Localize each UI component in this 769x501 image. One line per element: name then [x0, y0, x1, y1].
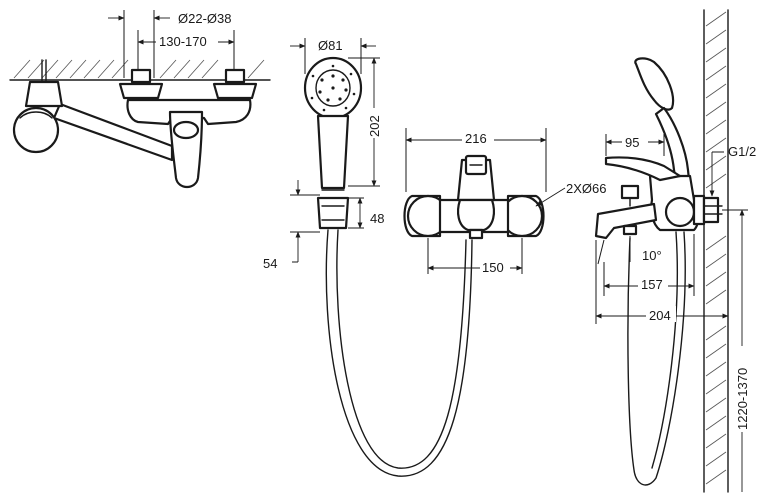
label-center-distance: 130-170	[159, 34, 207, 49]
side-wall-connector	[702, 196, 720, 224]
label-body-width: 216	[465, 131, 487, 146]
label-pipe-diameter: Ø22-Ø38	[178, 11, 231, 26]
top-eccentric-right	[212, 68, 258, 100]
side-lever	[604, 156, 682, 182]
dim-holder-offset: 54	[263, 180, 320, 271]
label-inlet-spacing: 150	[482, 260, 504, 275]
dim-flange-note: 2XØ66	[535, 181, 606, 207]
label-holder-offset: 54	[263, 256, 277, 271]
side-spout	[594, 202, 658, 240]
top-eccentric-left	[118, 68, 164, 100]
side-view: 95 G1/2 10° 157 204	[594, 9, 756, 493]
dim-spout-angle: 10°	[597, 236, 662, 265]
shower-hose	[325, 229, 473, 477]
front-view: 216 2XØ66 150	[403, 128, 606, 275]
dim-shower-height: 202	[348, 57, 384, 187]
label-total-depth: 204	[649, 308, 671, 323]
label-spout-angle: 10°	[642, 248, 662, 263]
side-hose	[627, 231, 686, 486]
label-shower-height: 202	[367, 115, 382, 137]
side-wall-hatch	[703, 9, 729, 493]
dim-lever-length: 95	[605, 134, 665, 156]
shower-holder	[316, 196, 350, 230]
front-flange-right	[500, 194, 545, 238]
dim-holder-height: 48	[348, 197, 384, 229]
label-flange-note: 2XØ66	[566, 181, 606, 196]
top-view: Ø22-Ø38 130-170	[9, 10, 271, 189]
shower-handle	[316, 114, 350, 190]
label-mount-height: 1220-1370	[735, 368, 750, 430]
label-lever-length: 95	[625, 135, 639, 150]
label-thread: G1/2	[728, 144, 756, 159]
top-hose-arm	[52, 102, 174, 162]
top-shower-head	[12, 59, 64, 154]
label-holder-height: 48	[370, 211, 384, 226]
dim-thread: G1/2	[709, 144, 756, 197]
label-head-diameter: Ø81	[318, 38, 343, 53]
shower-head-nozzles	[310, 64, 356, 112]
hand-shower-view: Ø81 202 48 54	[263, 38, 473, 477]
dim-head-diameter: Ø81	[290, 38, 376, 74]
front-flange-left	[403, 194, 450, 238]
side-shower-head	[634, 57, 675, 111]
label-spout-reach: 157	[641, 277, 663, 292]
dim-total-depth: 204	[595, 240, 729, 324]
dim-body-width: 216	[405, 128, 547, 192]
dim-center-distance: 130-170	[137, 30, 235, 70]
dim-inlet-spacing: 150	[427, 238, 523, 275]
dim-spout-reach: 157	[603, 234, 695, 296]
dim-mount-height: 1220-1370	[722, 209, 751, 492]
